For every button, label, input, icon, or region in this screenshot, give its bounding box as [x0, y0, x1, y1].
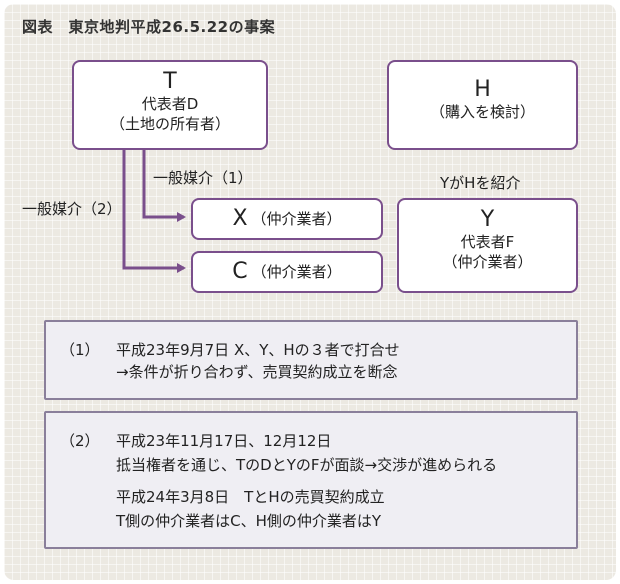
note-2-line: 抵当権者を通じ、TのDとYのFが面談→交渉が進められる — [116, 456, 498, 474]
node-x-letter: X — [232, 206, 248, 231]
node-c-role: （仲介業者） — [251, 263, 342, 281]
note-2-line: 平成23年11月17日、12月12日 — [116, 432, 332, 450]
node-h-role: （購入を検討） — [429, 103, 535, 121]
label-mediation-2: 一般媒介（2） — [22, 200, 122, 218]
label-introduction: YがHを紹介 — [440, 174, 521, 192]
node-c-letter: C — [232, 259, 248, 284]
node-c-broker: C （仲介業者） — [191, 251, 383, 293]
node-x-broker: X （仲介業者） — [191, 198, 383, 240]
node-y-role: （仲介業者） — [442, 253, 533, 271]
note-box-2: （2） 平成23年11月17日、12月12日 抵当権者を通じ、TのDとYのFが面… — [44, 411, 578, 549]
note-2-line: 平成24年3月8日 TとHの売買契約成立 — [116, 488, 385, 506]
node-t-role: （土地の所有者） — [109, 115, 230, 133]
node-y-letter: Y — [480, 207, 495, 232]
note-box-1: （1） 平成23年9月7日 X、Y、Hの３者で打合せ →条件が折り合わず、売買契… — [44, 320, 578, 400]
arrow-mediation-2 — [122, 150, 186, 273]
node-h-letter: H — [474, 77, 491, 102]
arrow-mediation-1 — [142, 150, 186, 222]
note-2-number: （2） — [60, 432, 100, 450]
figure-title: 図表 東京地判平成26.5.22の事案 — [22, 18, 276, 36]
node-h-buyer: H （購入を検討） — [387, 60, 578, 150]
note-1-line: →条件が折り合わず、売買契約成立を断念 — [116, 363, 398, 381]
node-t-representative: 代表者D — [141, 95, 199, 113]
node-t-letter: T — [163, 69, 177, 94]
note-1-line: 平成23年9月7日 X、Y、Hの３者で打合せ — [116, 341, 400, 359]
node-x-role: （仲介業者） — [251, 210, 342, 228]
node-y-broker: Y 代表者F （仲介業者） — [397, 198, 578, 293]
node-t-landowner: T 代表者D （土地の所有者） — [72, 60, 268, 150]
note-2-line: T側の仲介業者はC、H側の仲介業者はY — [116, 512, 382, 530]
node-y-representative: 代表者F — [460, 233, 515, 251]
note-1-number: （1） — [60, 341, 100, 359]
label-mediation-1: 一般媒介（1） — [153, 169, 253, 187]
